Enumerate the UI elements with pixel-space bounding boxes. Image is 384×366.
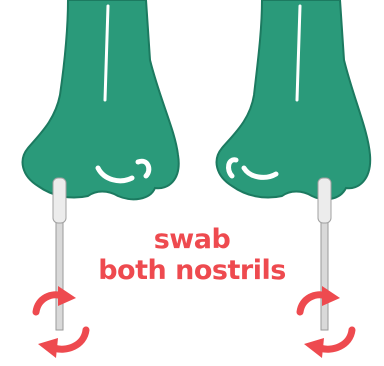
- swab-tip: [318, 178, 331, 223]
- arrowhead-icon: [322, 286, 340, 306]
- swab-tip: [53, 178, 66, 223]
- right-nose-icon: [217, 0, 371, 358]
- left-nose-icon: [23, 0, 179, 358]
- nose-icon: [217, 0, 371, 199]
- arrowhead-icon-2: [38, 338, 58, 358]
- rotate-arrow-icon-2: [320, 330, 352, 349]
- arrowhead-icon-2: [304, 338, 324, 358]
- rotate-arrow-icon-2: [54, 330, 86, 349]
- caption-line-1: swab: [0, 225, 384, 255]
- arrowhead-icon: [58, 286, 76, 306]
- caption-line-2: both nostrils: [0, 256, 384, 286]
